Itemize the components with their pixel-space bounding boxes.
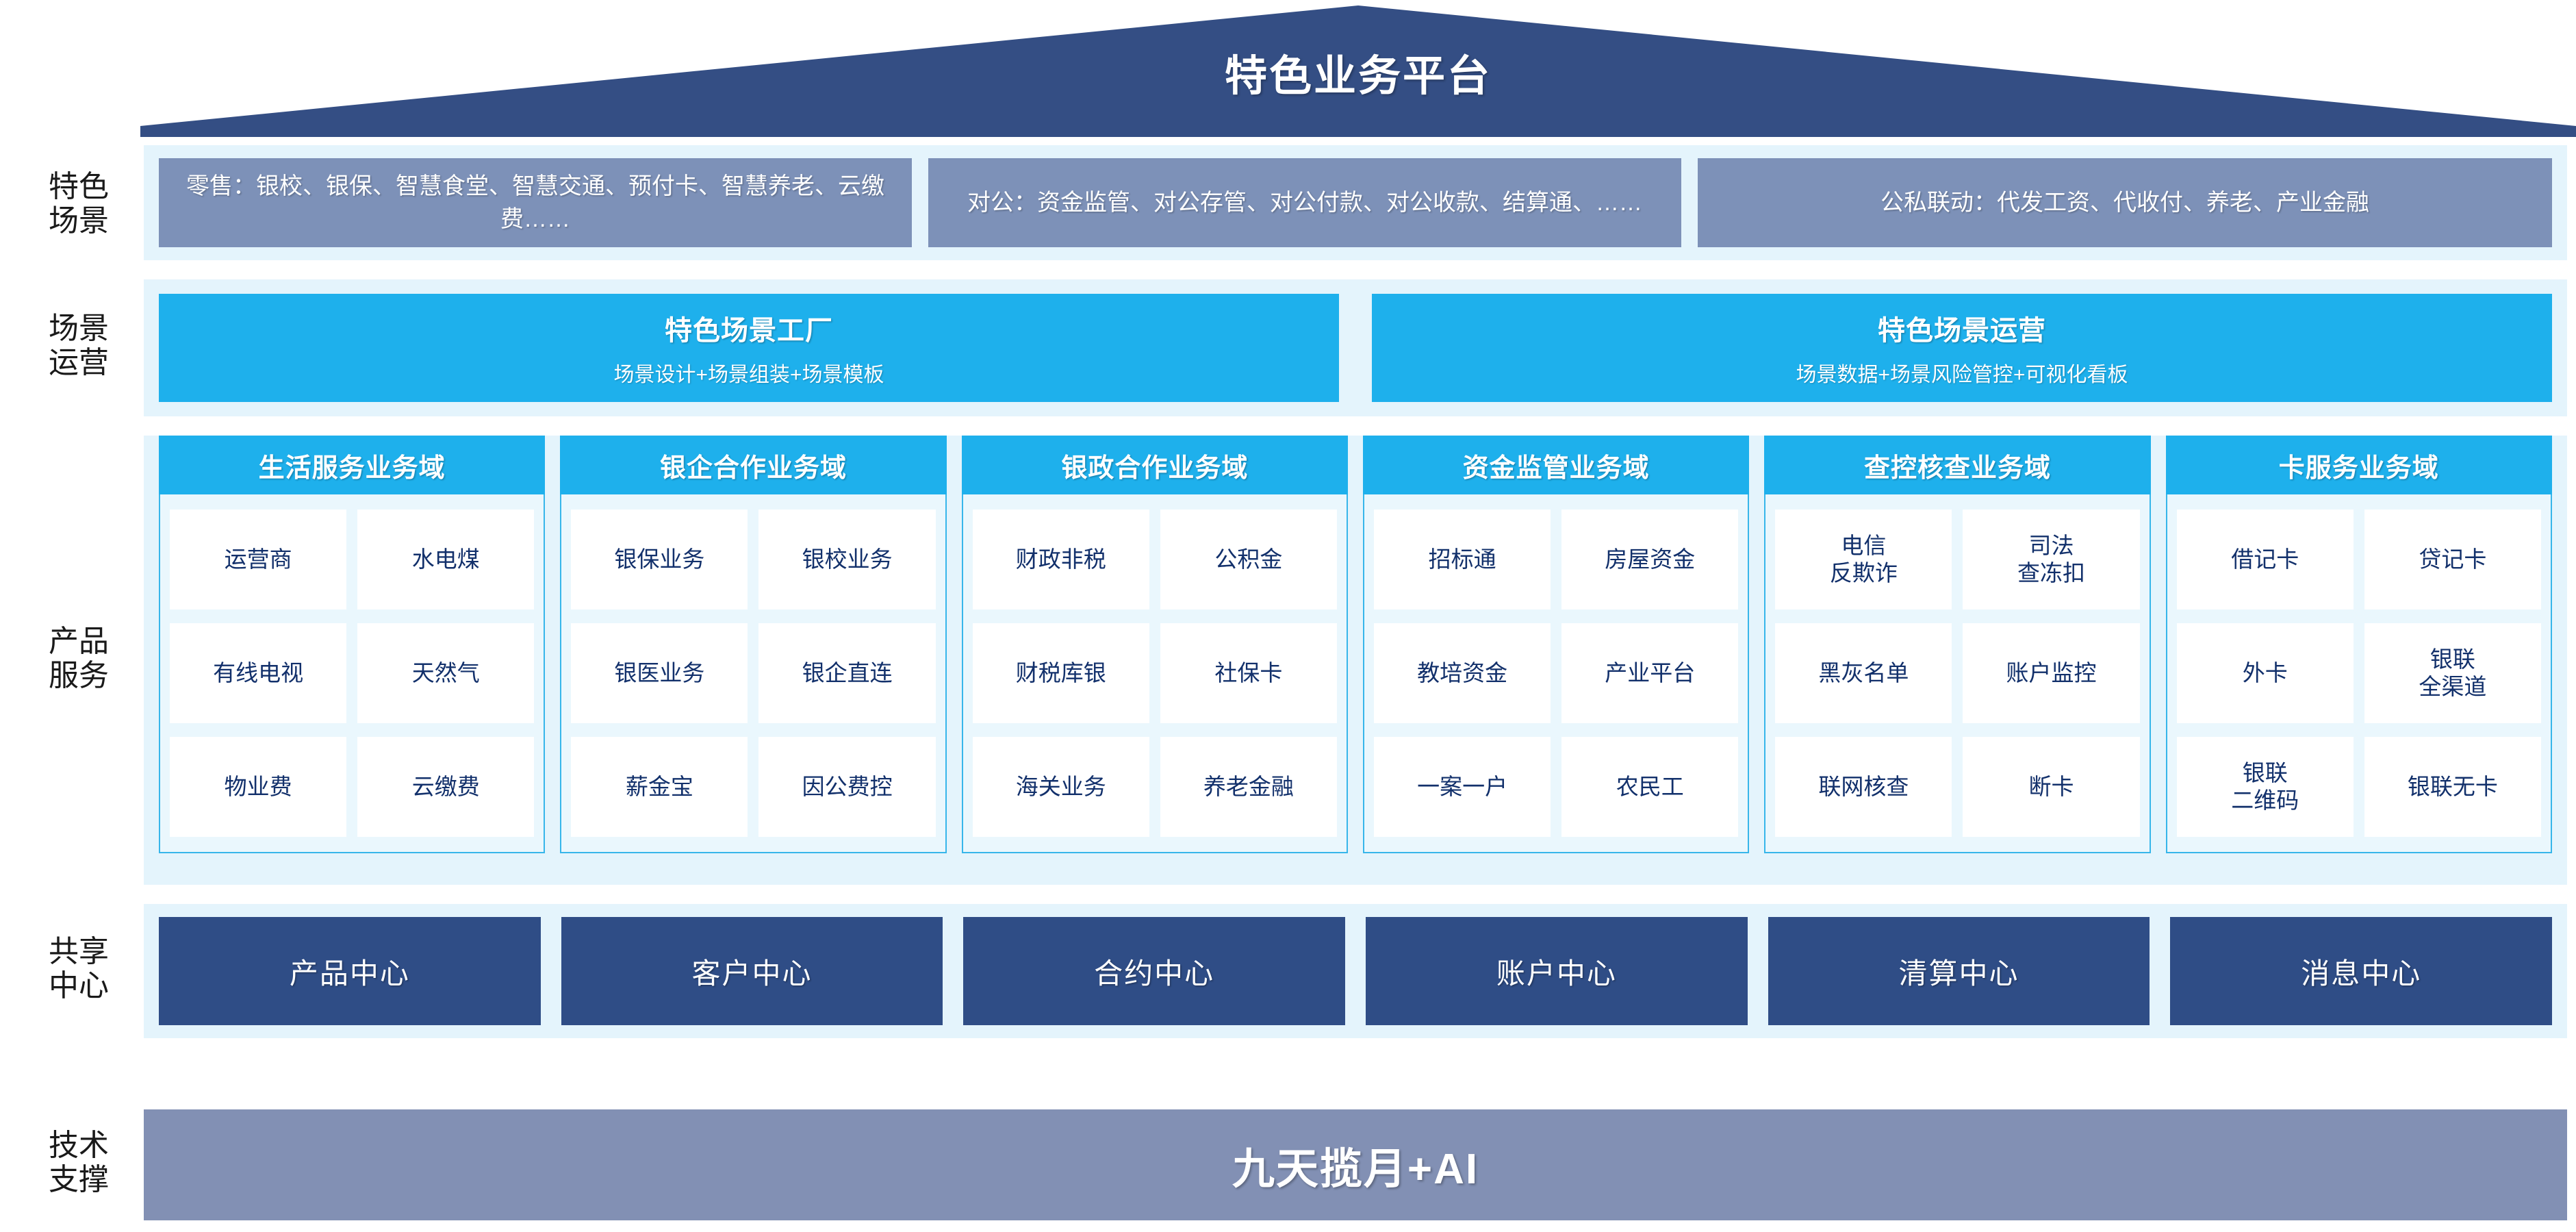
domain-cell[interactable]: 一案一户 <box>1373 737 1551 837</box>
domain-fund-supervision[interactable]: 资金监管业务域 招标通 房屋资金 教培资金 产业平台 一案一户 农民工 <box>1362 436 1750 853</box>
domain-grid: 电信 反欺诈 司法 查冻扣 黑灰名单 账户监控 联网核查 断卡 <box>1765 494 2149 852</box>
center-box-settlement[interactable]: 清算中心 <box>1768 917 2150 1025</box>
domain-cell[interactable]: 水电煤 <box>357 510 535 609</box>
domain-cell[interactable]: 联网核查 <box>1775 737 1952 837</box>
domain-cell[interactable]: 社保卡 <box>1160 623 1337 723</box>
center-box-product[interactable]: 产品中心 <box>159 917 541 1025</box>
domain-cell[interactable]: 因公费控 <box>758 737 936 837</box>
center-box-message[interactable]: 消息中心 <box>2170 917 2553 1025</box>
domain-cell[interactable]: 财政非税 <box>972 510 1149 609</box>
center-box-contract[interactable]: 合约中心 <box>963 917 1346 1025</box>
domain-grid: 银保业务 银校业务 银医业务 银企直连 薪金宝 因公费控 <box>561 494 945 852</box>
domain-cell[interactable]: 断卡 <box>1963 737 2140 837</box>
domain-cell[interactable]: 有线电视 <box>170 623 347 723</box>
center-box-customer[interactable]: 客户中心 <box>561 917 943 1025</box>
shared-center-band: 产品中心 客户中心 合约中心 账户中心 清算中心 消息中心 <box>144 904 2567 1038</box>
domain-cell[interactable]: 外卡 <box>2176 623 2354 723</box>
domain-cell[interactable]: 银联 全渠道 <box>2364 623 2541 723</box>
domain-cell[interactable]: 运营商 <box>170 510 347 609</box>
domain-cell[interactable]: 海关业务 <box>972 737 1149 837</box>
domain-cell[interactable]: 物业费 <box>170 737 347 837</box>
domain-grid: 运营商 水电煤 有线电视 天然气 物业费 云缴费 <box>160 494 544 852</box>
domain-cell[interactable]: 司法 查冻扣 <box>1963 510 2140 609</box>
row-label-tech: 技术 支撑 <box>49 1129 109 1196</box>
row-label-product: 产品 服务 <box>49 625 109 692</box>
domain-bank-government[interactable]: 银政合作业务域 财政非税 公积金 财税库银 社保卡 海关业务 养老金融 <box>961 436 1348 853</box>
domain-cell[interactable]: 天然气 <box>357 623 535 723</box>
domain-cell[interactable]: 贷记卡 <box>2364 510 2541 609</box>
domain-title: 银企合作业务域 <box>560 436 947 494</box>
domain-cell[interactable]: 产业平台 <box>1561 623 1739 723</box>
ops-box-scene-factory[interactable]: 特色场景工厂 场景设计+场景组装+场景模板 <box>159 294 1339 402</box>
domain-cell[interactable]: 借记卡 <box>2176 510 2354 609</box>
ops-title: 特色场景运营 <box>1878 316 2046 346</box>
domain-cell[interactable]: 账户监控 <box>1963 623 2140 723</box>
platform-roof: 特色业务平台 <box>140 5 2576 137</box>
domain-cell[interactable]: 薪金宝 <box>571 737 748 837</box>
domain-cell[interactable]: 银保业务 <box>571 510 748 609</box>
domain-cell[interactable]: 黑灰名单 <box>1775 623 1952 723</box>
scenario-box-retail[interactable]: 零售：银校、银保、智慧食堂、智慧交通、预付卡、智慧养老、云缴费…… <box>159 158 912 247</box>
domain-grid: 财政非税 公积金 财税库银 社保卡 海关业务 养老金融 <box>963 494 1347 852</box>
tech-support-bar[interactable]: 九天揽月+AI <box>144 1109 2567 1220</box>
domain-cell[interactable]: 公积金 <box>1160 510 1337 609</box>
scenario-band: 零售：银校、银保、智慧食堂、智慧交通、预付卡、智慧养老、云缴费…… 对公：资金监… <box>144 145 2567 260</box>
product-band: 生活服务业务域 运营商 水电煤 有线电视 天然气 物业费 云缴费 银企合作业务域… <box>144 436 2567 885</box>
scenario-box-linkage[interactable]: 公私联动：代发工资、代收付、养老、产业金融 <box>1698 158 2552 247</box>
page-title: 特色业务平台 <box>1224 53 1492 100</box>
domain-cell[interactable]: 银医业务 <box>571 623 748 723</box>
scenario-box-corporate[interactable]: 对公：资金监管、对公存管、对公付款、对公收款、结算通、…… <box>928 158 1681 247</box>
ops-box-scene-operation[interactable]: 特色场景运营 场景数据+场景风险管控+可视化看板 <box>1372 294 2552 402</box>
ops-subtitle: 场景数据+场景风险管控+可视化看板 <box>1796 364 2128 386</box>
operation-band: 特色场景工厂 场景设计+场景组装+场景模板 特色场景运营 场景数据+场景风险管控… <box>144 279 2567 416</box>
domain-cell[interactable]: 房屋资金 <box>1561 510 1739 609</box>
row-label-scenario: 特色 场景 <box>49 170 109 238</box>
domain-title: 生活服务业务域 <box>159 436 546 494</box>
ops-title: 特色场景工厂 <box>665 316 833 346</box>
domain-cell[interactable]: 银联 二维码 <box>2176 737 2354 837</box>
domain-cell[interactable]: 招标通 <box>1373 510 1551 609</box>
domain-grid: 借记卡 贷记卡 外卡 银联 全渠道 银联 二维码 银联无卡 <box>2167 494 2551 852</box>
row-label-center: 共享 中心 <box>49 935 109 1003</box>
domain-cell[interactable]: 电信 反欺诈 <box>1775 510 1952 609</box>
domain-cell[interactable]: 银校业务 <box>758 510 936 609</box>
domain-title: 查控核查业务域 <box>1764 436 2151 494</box>
domain-title: 卡服务业务域 <box>2165 436 2552 494</box>
domain-investigation[interactable]: 查控核查业务域 电信 反欺诈 司法 查冻扣 黑灰名单 账户监控 联网核查 断卡 <box>1764 436 2151 853</box>
domain-cell[interactable]: 养老金融 <box>1160 737 1337 837</box>
domain-cell[interactable]: 财税库银 <box>972 623 1149 723</box>
ops-subtitle: 场景设计+场景组装+场景模板 <box>613 364 884 386</box>
domain-cell[interactable]: 云缴费 <box>357 737 535 837</box>
roof-triangle-shape <box>140 5 2576 137</box>
domain-title: 资金监管业务域 <box>1362 436 1750 494</box>
domain-title: 银政合作业务域 <box>961 436 1348 494</box>
row-label-operation: 场景 运营 <box>49 312 109 379</box>
domain-cell[interactable]: 教培资金 <box>1373 623 1551 723</box>
domain-cell[interactable]: 银联无卡 <box>2364 737 2541 837</box>
domain-life-service[interactable]: 生活服务业务域 运营商 水电煤 有线电视 天然气 物业费 云缴费 <box>159 436 546 853</box>
domain-card-service[interactable]: 卡服务业务域 借记卡 贷记卡 外卡 银联 全渠道 银联 二维码 银联无卡 <box>2165 436 2552 853</box>
domain-bank-enterprise[interactable]: 银企合作业务域 银保业务 银校业务 银医业务 银企直连 薪金宝 因公费控 <box>560 436 947 853</box>
domain-grid: 招标通 房屋资金 教培资金 产业平台 一案一户 农民工 <box>1364 494 1748 852</box>
domain-cell[interactable]: 农民工 <box>1561 737 1739 837</box>
center-box-account[interactable]: 账户中心 <box>1366 917 1748 1025</box>
domain-cell[interactable]: 银企直连 <box>758 623 936 723</box>
